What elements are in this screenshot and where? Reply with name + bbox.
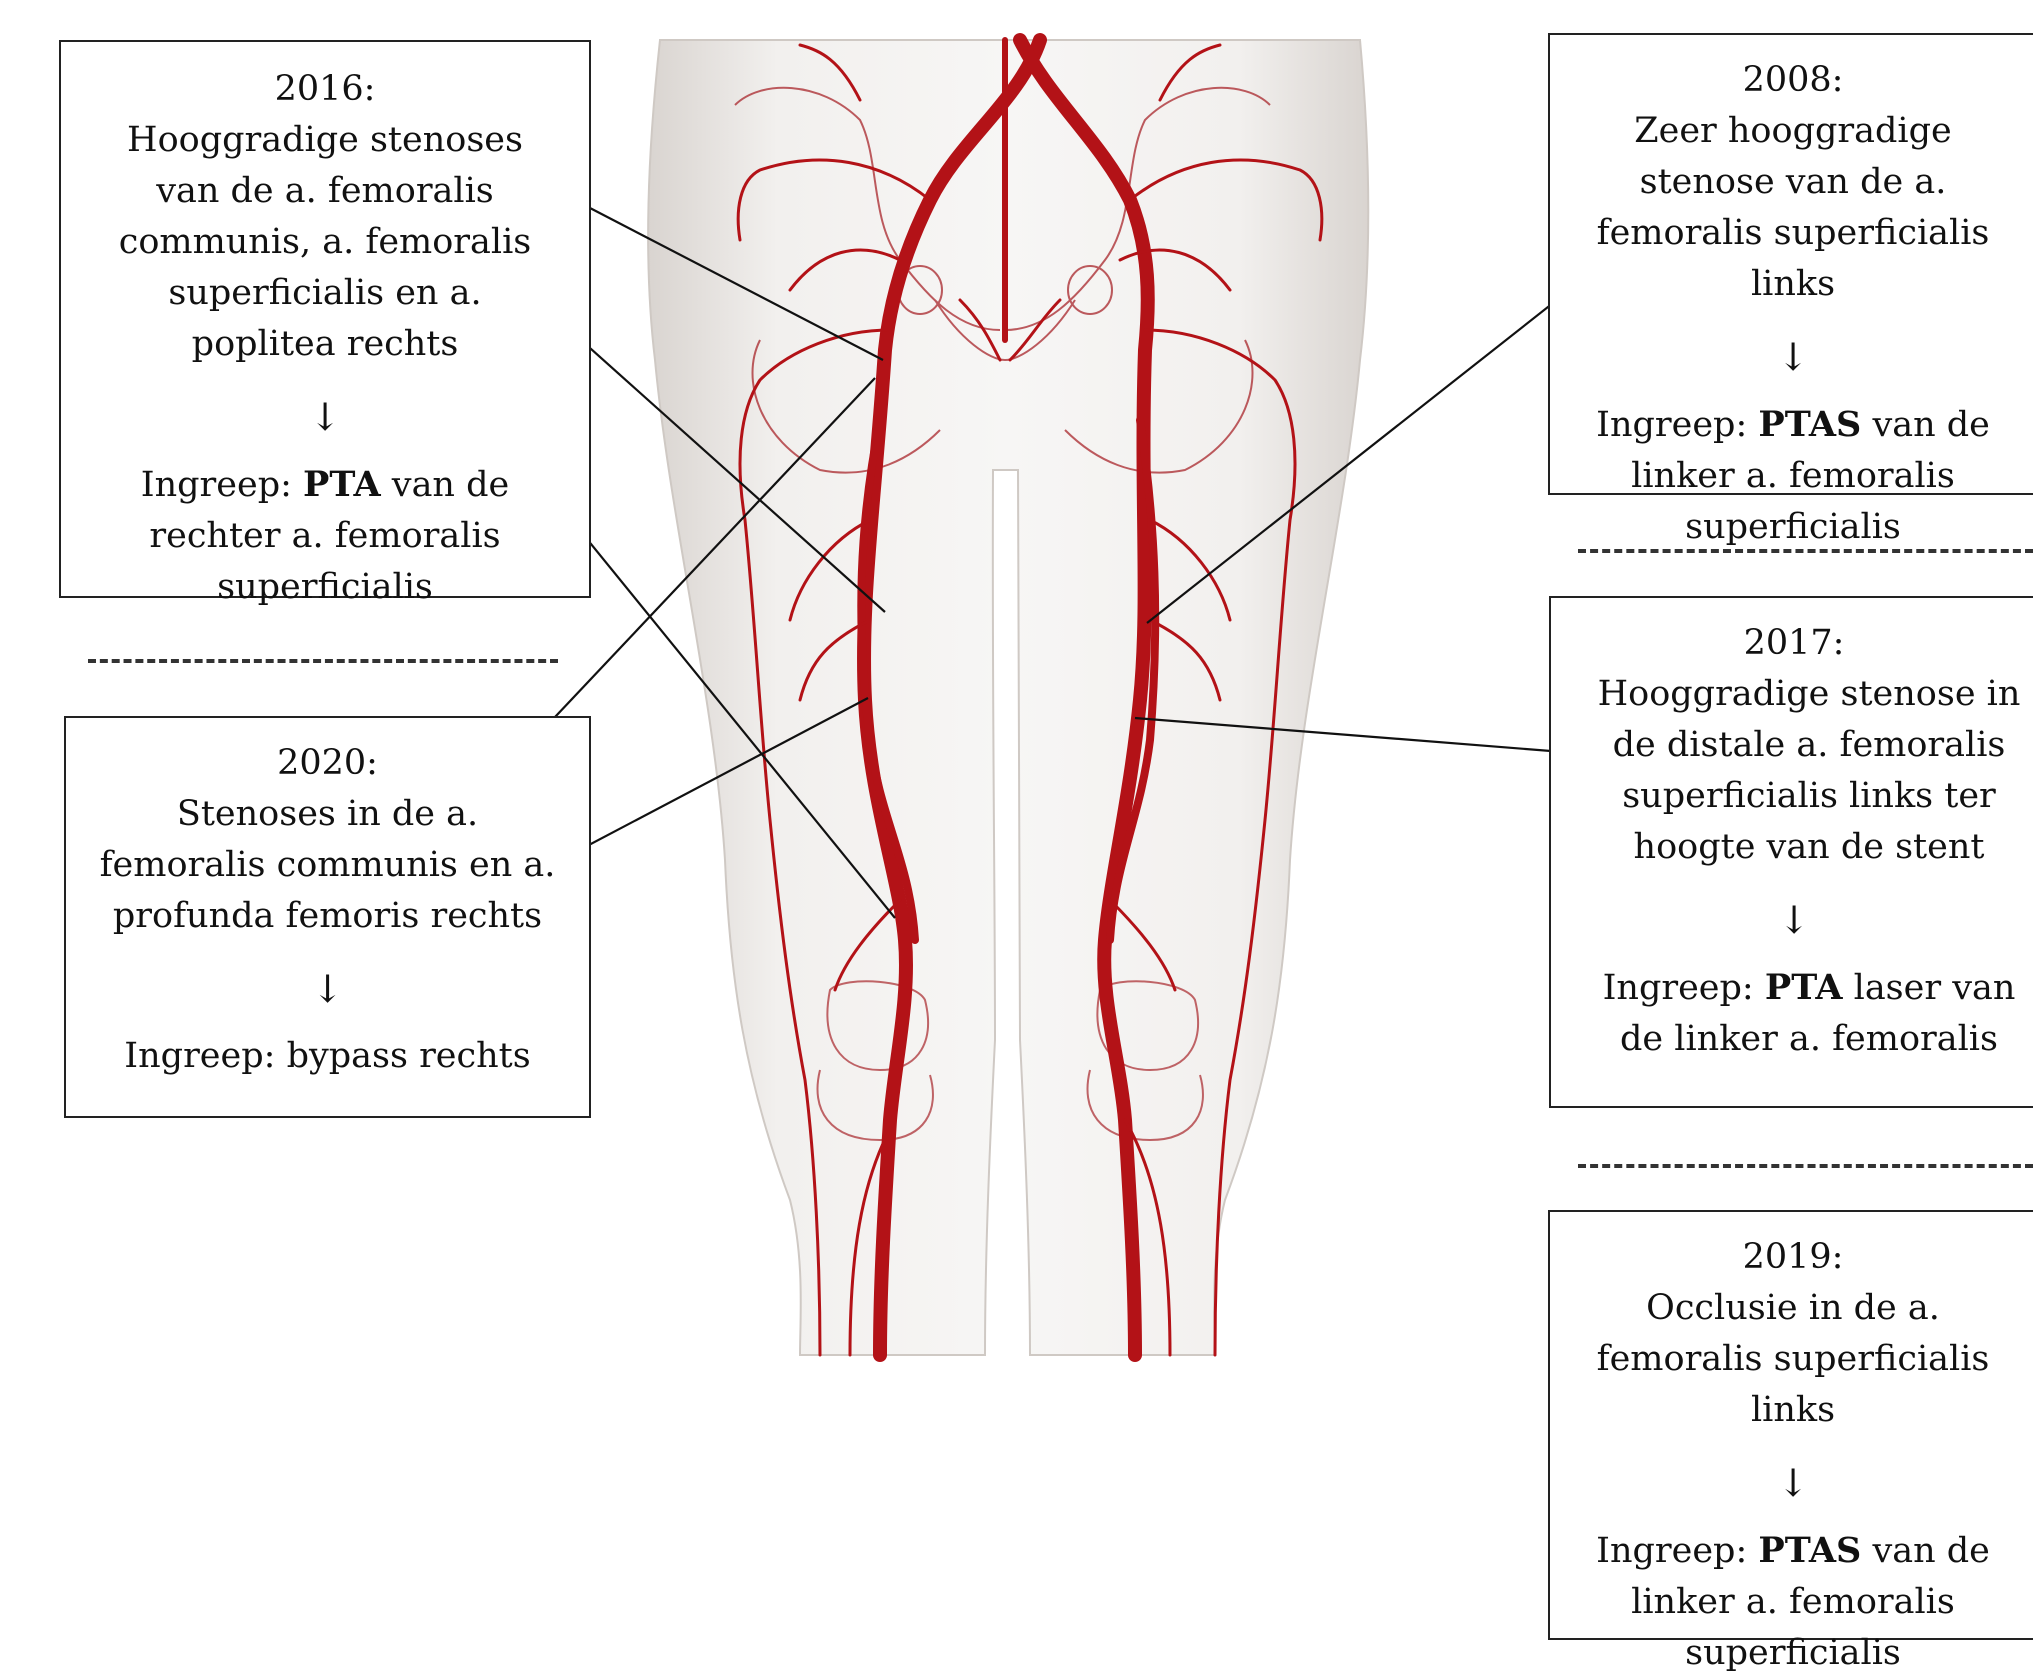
down-arrow-icon: ↓ — [1551, 895, 2033, 946]
divider-left — [88, 659, 558, 663]
box-procedure: Ingreep: PTAS van de linker a. femoralis… — [1550, 399, 2033, 553]
box-year: 2020: — [66, 738, 589, 789]
box-diagnosis: Hooggradige stenoses van de a. femoralis… — [61, 115, 589, 370]
box-diagnosis: Occlusie in de a. femoralis superficiali… — [1550, 1283, 2033, 1436]
timeline-box-2008: 2008: Zeer hooggradige stenose van de a.… — [1548, 33, 2033, 495]
down-arrow-icon: ↓ — [61, 392, 589, 443]
box-procedure: Ingreep: PTA van de rechter a. femoralis… — [61, 459, 589, 613]
divider-right-2 — [1578, 1164, 2033, 1168]
down-arrow-icon: ↓ — [1550, 332, 2033, 383]
timeline-box-2017: 2017: Hooggradige stenose in de distale … — [1549, 596, 2033, 1108]
box-diagnosis: Zeer hooggradige stenose van de a. femor… — [1550, 106, 2033, 310]
box-year: 2008: — [1550, 55, 2033, 106]
timeline-box-2016: 2016: Hooggradige stenoses van de a. fem… — [59, 40, 591, 598]
box-year: 2019: — [1550, 1232, 2033, 1283]
down-arrow-icon: ↓ — [66, 964, 589, 1015]
box-procedure: Ingreep: PTAS van de linker a. femoralis… — [1550, 1525, 2033, 1679]
down-arrow-icon: ↓ — [1550, 1458, 2033, 1509]
box-procedure: Ingreep: PTA laser van de linker a. femo… — [1551, 962, 2033, 1065]
box-procedure: Ingreep: bypass rechts — [66, 1031, 589, 1082]
box-diagnosis: Stenoses in de a. femoralis communis en … — [66, 789, 589, 942]
divider-right-1 — [1578, 549, 2033, 553]
timeline-box-2019: 2019: Occlusie in de a. femoralis superf… — [1548, 1210, 2033, 1640]
box-diagnosis: Hooggradige stenose in de distale a. fem… — [1551, 669, 2033, 873]
body-silhouette — [648, 40, 1368, 1355]
box-year: 2017: — [1551, 618, 2033, 669]
box-year: 2016: — [61, 64, 589, 115]
timeline-box-2020: 2020: Stenoses in de a. femoralis commun… — [64, 716, 591, 1118]
